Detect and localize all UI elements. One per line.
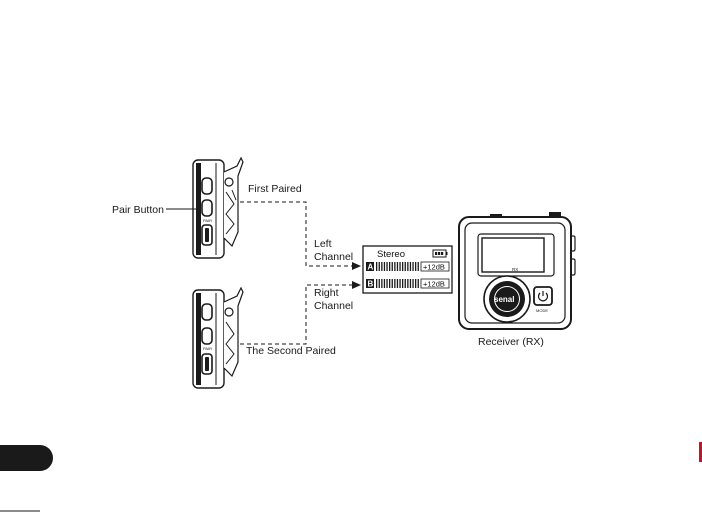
meter-segment: [379, 279, 380, 288]
transmitter-2: PAIR: [193, 288, 243, 388]
meter-segment: [399, 262, 400, 271]
meter-segment: [412, 279, 413, 288]
left-arrow-icon: [352, 262, 361, 270]
channel-b-id: B: [368, 280, 374, 289]
meter-segment: [405, 279, 406, 288]
meter-segment: [402, 279, 403, 288]
meter-segment: [376, 262, 377, 271]
pair-button-label: Pair Button: [112, 204, 164, 216]
meter-segment: [394, 262, 395, 271]
svg-text:PAIR: PAIR: [203, 218, 212, 223]
meter-segment: [381, 262, 382, 271]
meter-segment: [412, 262, 413, 271]
channel-a-gain: +12dB: [423, 263, 445, 272]
meter-segment: [418, 262, 419, 271]
receiver-screen-label: RX: [512, 267, 518, 272]
meter-segment: [389, 262, 390, 271]
first-paired-label: First Paired: [248, 183, 302, 195]
meter-segment: [386, 279, 387, 288]
meter-segment: [389, 279, 390, 288]
left-channel-label-2: Channel: [314, 251, 353, 263]
mode-label: MODE: [536, 308, 548, 313]
meter-segment: [410, 279, 411, 288]
channel-b-gain: +12dB: [423, 280, 445, 289]
right-channel-label-1: Right: [314, 287, 339, 299]
meter-segment: [384, 262, 385, 271]
meter-segment: [399, 279, 400, 288]
left-channel-label-1: Left: [314, 238, 332, 250]
receiver-label: Receiver (RX): [478, 336, 544, 348]
battery-icon: [433, 250, 448, 257]
meter-segment: [386, 262, 387, 271]
meter-segment: [397, 262, 398, 271]
meter-segment: [397, 279, 398, 288]
meter-segment: [407, 279, 408, 288]
display-mode: Stereo: [377, 249, 405, 260]
meter-segment: [394, 279, 395, 288]
meter-segment: [405, 262, 406, 271]
meter-segment: [381, 279, 382, 288]
second-paired-label: The Second Paired: [246, 345, 336, 357]
channel-a-id: A: [368, 263, 374, 272]
transmitter-1: PAIR: [193, 158, 243, 258]
meter-segment: [376, 279, 377, 288]
right-channel-label-2: Channel: [314, 300, 353, 312]
meter-segment: [407, 262, 408, 271]
meter-segment: [418, 279, 419, 288]
meter-segment: [392, 279, 393, 288]
right-arrow-icon: [352, 281, 361, 289]
pair-button-icon: [202, 200, 212, 216]
meter-segment: [392, 262, 393, 271]
svg-text:PAIR: PAIR: [203, 346, 212, 351]
receiver-device: RX senal MODE: [459, 212, 575, 329]
meter-segment: [379, 262, 380, 271]
meter-segment: [415, 262, 416, 271]
channel-a-level-meter: [376, 262, 419, 271]
power-icon: [534, 287, 552, 305]
meter-segment: [410, 262, 411, 271]
page-tab: [0, 445, 53, 471]
channel-b-level-meter: [376, 279, 419, 288]
receiver-brand: senal: [494, 295, 514, 304]
lcd-display: Stereo A +12dB B +12dB: [363, 246, 452, 293]
meter-segment: [402, 262, 403, 271]
meter-segment: [384, 279, 385, 288]
meter-segment: [415, 279, 416, 288]
